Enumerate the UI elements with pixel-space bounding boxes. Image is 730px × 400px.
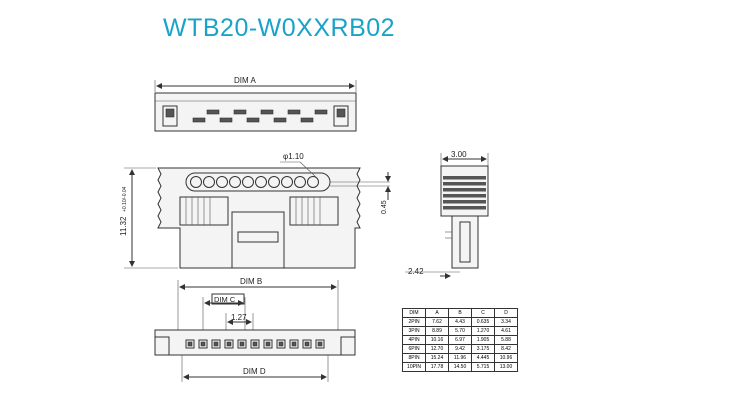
top-view-pins [192,109,328,123]
dim-d-label: DIM D [243,367,266,376]
table-cell: 4PIN [402,335,426,345]
table-cell: 10.96 [494,353,518,363]
table-cell: 4.61 [494,326,518,336]
table-cell: 1.905 [471,335,495,345]
table-header-cell: C [471,308,495,318]
table-header-cell: A [425,308,449,318]
table-cell: 6.97 [448,335,472,345]
table-cell: 17.78 [425,362,449,372]
dim-a-label: DIM A [234,76,256,85]
latch-ribs [185,197,321,225]
table-cell: 6PIN [402,344,426,354]
width-label: 3.00 [451,150,467,159]
dim-c-label: DIM C [214,295,236,304]
table-cell: 8.89 [425,326,449,336]
table-cell: 11.96 [448,353,472,363]
table-header-row: DIM A B C D [402,308,518,318]
pitch-label: 1.27 [231,313,247,322]
front-view: φ1.10 0.45 11.32 +0.10/-0.04 [119,152,391,269]
table-cell: 10PIN [402,362,426,372]
table-cell: 2PIN [402,317,426,327]
side-view: 3.00 2.42 [405,150,489,279]
bottom-view-pins [185,339,325,349]
table-header-cell: D [494,308,518,318]
table-row: 3PIN 8.89 5.70 1.270 4.61 [402,326,518,336]
side-depth-label: 2.42 [408,267,424,276]
table-cell: 12.70 [425,344,449,354]
drawing-title: WTB20-W0XXRB02 [163,14,396,42]
table-cell: 5.715 [471,362,495,372]
table-row: 4PIN 10.16 6.97 1.905 5.88 [402,335,518,345]
table-cell: 1.270 [471,326,495,336]
table-header-cell: DIM [402,308,426,318]
table-cell: 3.175 [471,344,495,354]
table-row: 6PIN 12.70 9.42 3.175 8.42 [402,344,518,354]
table-row: 10PIN 17.78 14.50 5.715 13.00 [402,362,518,372]
table-cell: 5.70 [448,326,472,336]
table-cell: 3PIN [402,326,426,336]
height-label: 11.32 [119,216,128,236]
table-cell: 4.445 [471,353,495,363]
table-cell: 9.42 [448,344,472,354]
table-cell: 5.88 [494,335,518,345]
table-cell: 4.43 [448,317,472,327]
table-cell: 13.00 [494,362,518,372]
dimension-table: DIM A B C D 2PIN 7.62 4.43 0.635 3.34 3P… [402,308,518,372]
pin-dim-label: 0.45 [381,200,388,214]
table-cell: 8PIN [402,353,426,363]
side-view-ribs [443,176,486,210]
bottom-view: DIM B DIM C 1.27 DIM D [154,277,356,382]
table-cell: 8.42 [494,344,518,354]
table-cell: 7.62 [425,317,449,327]
table-header-cell: B [448,308,472,318]
hole-diameter-label: φ1.10 [283,152,304,161]
table-cell: 15.24 [425,353,449,363]
top-view: DIM A [154,76,357,132]
front-view-body [157,167,361,269]
table-row: 2PIN 7.62 4.43 0.635 3.34 [402,317,518,327]
table-cell: 10.16 [425,335,449,345]
height-tolerance-label: +0.10/-0.04 [122,186,128,212]
table-cell: 14.50 [448,362,472,372]
table-row: 8PIN 15.24 11.96 4.445 10.96 [402,353,518,363]
dim-b-label: DIM B [240,277,262,286]
table-cell: 3.34 [494,317,518,327]
table-cell: 0.635 [471,317,495,327]
